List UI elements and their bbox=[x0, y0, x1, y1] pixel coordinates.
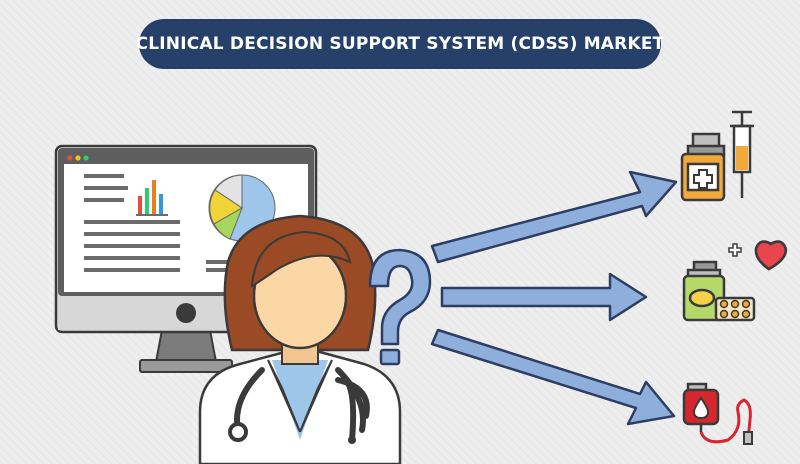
monitor-power-button bbox=[176, 303, 196, 323]
banner-title: CLINICAL DECISION SUPPORT SYSTEM (CDSS) … bbox=[135, 34, 665, 54]
doctor-bangs bbox=[250, 230, 352, 288]
screen-bar-chart-icon bbox=[136, 180, 168, 216]
arrow-middle bbox=[440, 272, 648, 322]
question-mark-icon bbox=[368, 248, 432, 366]
stethoscope-chestpiece bbox=[228, 422, 248, 442]
doctor-shirt bbox=[272, 360, 328, 440]
medicine-bottle-syringe-icon bbox=[680, 110, 754, 202]
title-banner: CLINICAL DECISION SUPPORT SYSTEM (CDSS) … bbox=[136, 19, 664, 69]
screen-pie-chart-icon bbox=[208, 174, 276, 242]
window-min-dot bbox=[75, 155, 81, 161]
blood-bag-icon bbox=[682, 382, 753, 445]
arrow-lower bbox=[430, 328, 676, 426]
window-max-dot bbox=[83, 155, 89, 161]
monitor-stand bbox=[154, 329, 218, 363]
window-close-dot bbox=[67, 155, 73, 161]
pill-bottle-heart-icon bbox=[682, 240, 788, 322]
monitor-base bbox=[139, 359, 233, 373]
doctor-icon bbox=[198, 214, 402, 464]
arrow-upper bbox=[430, 170, 678, 264]
